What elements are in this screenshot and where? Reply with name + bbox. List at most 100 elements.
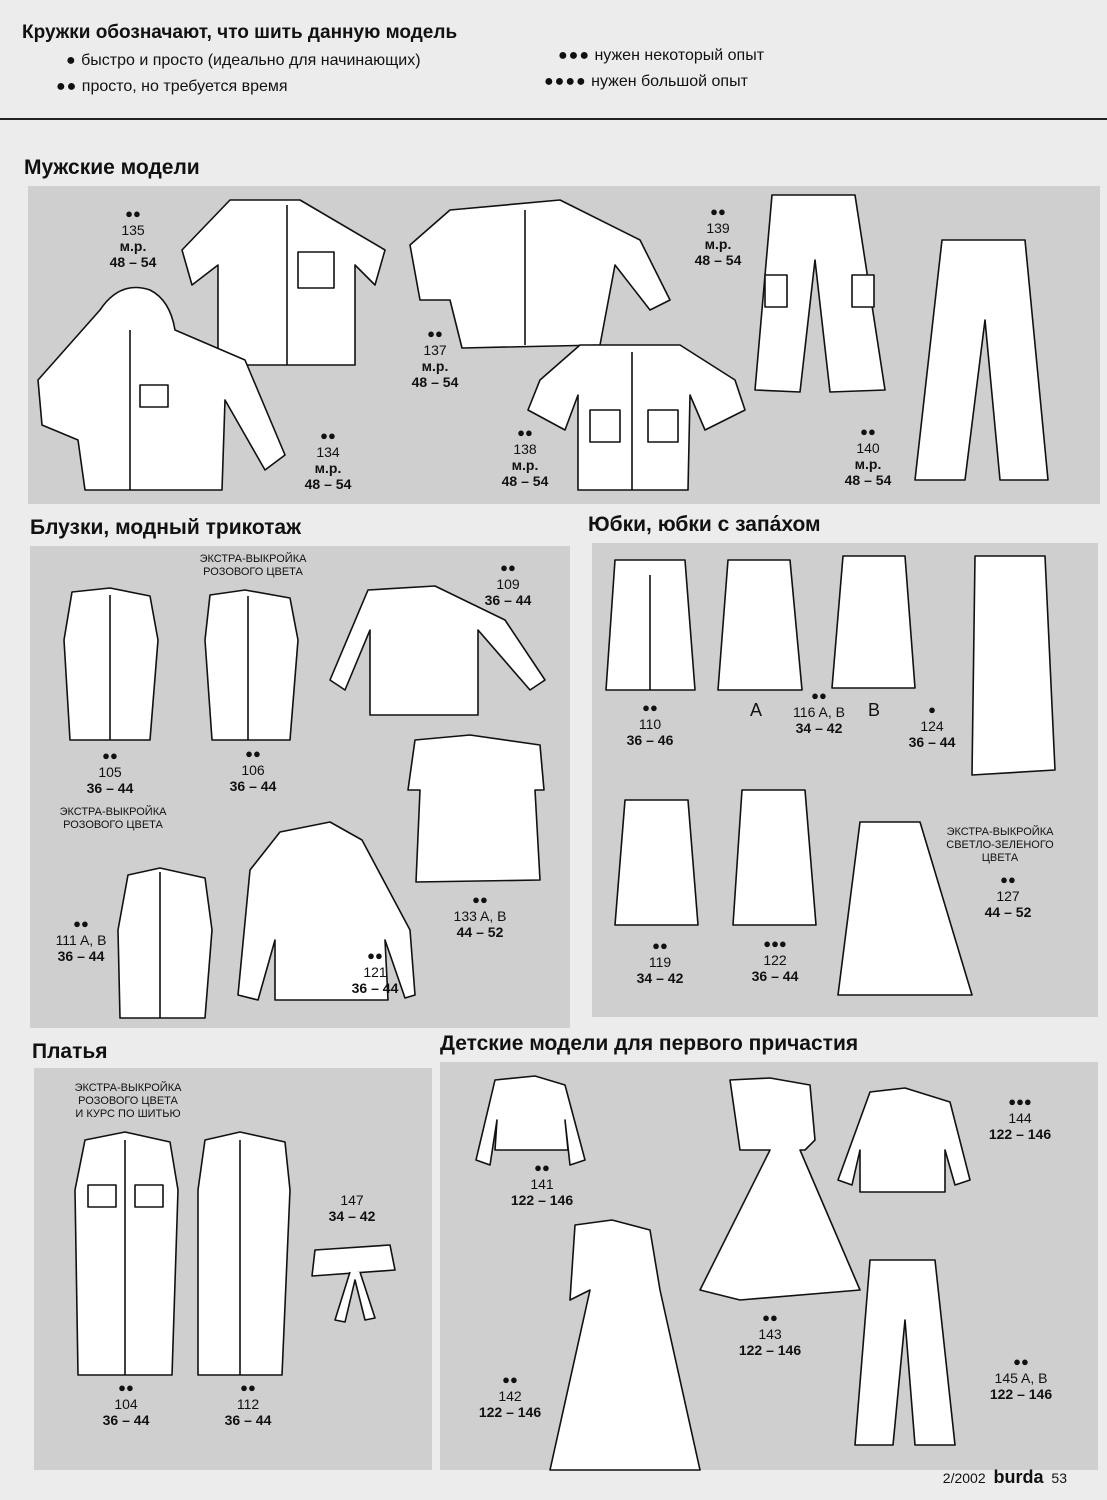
difficulty-dots-icon: ●●	[125, 206, 141, 221]
skirt-116a-icon	[717, 559, 803, 691]
model-size: 36 – 46	[626, 732, 674, 748]
dress-104-icon	[74, 1131, 179, 1376]
model-number: 135	[121, 222, 145, 238]
difficulty-dots-icon: ●	[66, 52, 77, 69]
page-number: 53	[1051, 1470, 1067, 1486]
model-label-109: ●● 109 36 – 44	[478, 560, 538, 608]
model-size: 36 – 44	[224, 1412, 272, 1428]
shirt-135-icon	[181, 199, 386, 366]
model-size: 122 – 146	[989, 1386, 1053, 1402]
model-label-105: ●● 105 36 – 44	[80, 748, 140, 796]
note-text: ЭКСТРА-ВЫКРОЙКА СВЕТЛО-ЗЕЛЕНОГО ЦВЕТА	[946, 826, 1054, 864]
model-number: 106	[241, 762, 265, 778]
model-number: 119	[648, 954, 672, 970]
page-footer: 2/2002 burda 53	[943, 1467, 1067, 1488]
model-number: 145 A, B	[994, 1370, 1048, 1386]
model-label-122: ●●● 122 36 – 44	[745, 936, 805, 984]
jacket-141-icon	[475, 1075, 586, 1166]
model-number: 142	[498, 1388, 522, 1404]
model-number: 112	[236, 1396, 260, 1412]
blouse-106-icon	[204, 589, 299, 741]
jacket-137-icon	[409, 199, 671, 349]
difficulty-dots-icon: ●●	[534, 1160, 550, 1175]
difficulty-dots-icon: ●	[928, 702, 936, 717]
difficulty-dots-icon: ●●	[502, 1372, 518, 1387]
section-title-dresses: Платья	[32, 1040, 108, 1063]
legend-item-4: ●●●● нужен большой опыт	[544, 73, 748, 91]
header-divider	[0, 118, 1107, 120]
model-number: 111 A, B	[55, 932, 107, 948]
model-note: м.р.	[119, 238, 147, 254]
brand-logo: burda	[993, 1467, 1044, 1487]
top-109-icon	[329, 585, 546, 716]
model-size: 36 – 44	[351, 980, 399, 996]
model-size: 122 – 146	[510, 1192, 574, 1208]
difficulty-dots-icon: ●●	[245, 746, 261, 761]
extra-pattern-note: ЭКСТРА-ВЫКРОЙКА РОЗОВОГО ЦВЕТА	[48, 806, 178, 832]
model-size: 36 – 44	[484, 592, 532, 608]
model-label-116: ●● 116 A, B 34 – 42	[784, 688, 854, 736]
difficulty-dots-icon: ●●	[1013, 1354, 1029, 1369]
top-121-icon	[237, 821, 416, 1001]
legend-text: быстро и просто (идеально для начинающих…	[81, 52, 421, 69]
model-number: 121	[363, 964, 387, 980]
difficulty-dots-icon: ●●	[102, 748, 118, 763]
model-size: 48 – 54	[501, 473, 549, 489]
model-number: 109	[496, 576, 520, 592]
note-text: ЭКСТРА-ВЫКРОЙКА РОЗОВОГО ЦВЕТА	[199, 553, 307, 578]
model-size: 122 – 146	[478, 1404, 542, 1420]
model-label-119: ●● 119 34 – 42	[630, 938, 690, 986]
variant-letter-a: A	[750, 700, 763, 720]
model-size: 122 – 146	[738, 1342, 802, 1358]
difficulty-dots-icon: ●●	[240, 1380, 256, 1395]
model-size: 36 – 44	[86, 780, 134, 796]
model-label-147: 147 34 – 42	[322, 1192, 382, 1224]
jacket-144-icon	[837, 1087, 971, 1193]
model-number: 133 A, B	[453, 908, 507, 924]
difficulty-dots-icon: ●●	[811, 688, 827, 703]
model-label-133: ●● 133 A, B 44 – 52	[440, 892, 520, 940]
skirt-116b-icon	[831, 555, 916, 689]
model-size: 122 – 146	[988, 1126, 1052, 1142]
model-label-104: ●● 104 36 – 44	[96, 1380, 156, 1428]
model-number: 141	[530, 1176, 554, 1192]
difficulty-dots-icon: ●●●	[558, 47, 590, 64]
difficulty-dots-icon: ●●	[762, 1310, 778, 1325]
vest-111-icon	[117, 867, 213, 1019]
model-number: 143	[758, 1326, 782, 1342]
difficulty-dots-icon: ●●	[367, 948, 383, 963]
section-title-blouses: Блузки, модный трикотаж	[30, 516, 302, 539]
model-number: 134	[316, 444, 340, 460]
skirt-122-icon	[732, 789, 817, 926]
model-size: 48 – 54	[844, 472, 892, 488]
dress-142-icon	[549, 1219, 701, 1471]
difficulty-dots-icon: ●●	[860, 424, 876, 439]
note-text: ЭКСТРА-ВЫКРОЙКА РОЗОВОГО ЦВЕТА	[59, 806, 167, 831]
difficulty-dots-icon: ●●	[500, 560, 516, 575]
legend-text: нужен большой опыт	[591, 73, 748, 90]
model-label-106: ●● 106 36 – 44	[223, 746, 283, 794]
model-label-140: ●● 140 м.р. 48 – 54	[838, 424, 898, 488]
skirt-124-icon	[971, 555, 1056, 776]
difficulty-dots-icon: ●●	[56, 78, 78, 95]
model-label-144: ●●● 144 122 – 146	[980, 1094, 1060, 1142]
model-number: 104	[114, 1396, 138, 1412]
difficulty-dots-icon: ●●●	[763, 936, 787, 951]
model-number: 140	[856, 440, 880, 456]
legend-text: просто, но требуется время	[81, 78, 288, 95]
skirt-119-icon	[614, 799, 699, 926]
model-label-110: ●● 110 36 – 46	[620, 700, 680, 748]
model-label-137: ●● 137 м.р. 48 – 54	[405, 326, 465, 390]
model-label-138: ●● 138 м.р. 48 – 54	[495, 425, 555, 489]
model-number: 147	[340, 1192, 364, 1208]
difficulty-dots-icon: ●●	[73, 916, 89, 931]
blouse-105-icon	[63, 587, 159, 741]
model-label-139: ●● 139 м.р. 48 – 54	[688, 204, 748, 268]
difficulty-dots-icon: ●●	[427, 326, 443, 341]
model-size: 36 – 44	[751, 968, 799, 984]
model-number: 138	[513, 441, 537, 457]
model-label-111: ●● 111 A, B 36 – 44	[46, 916, 116, 964]
model-size: 36 – 44	[102, 1412, 150, 1428]
jacket-138-icon	[527, 344, 746, 491]
model-number: 116 A, B	[793, 704, 845, 720]
